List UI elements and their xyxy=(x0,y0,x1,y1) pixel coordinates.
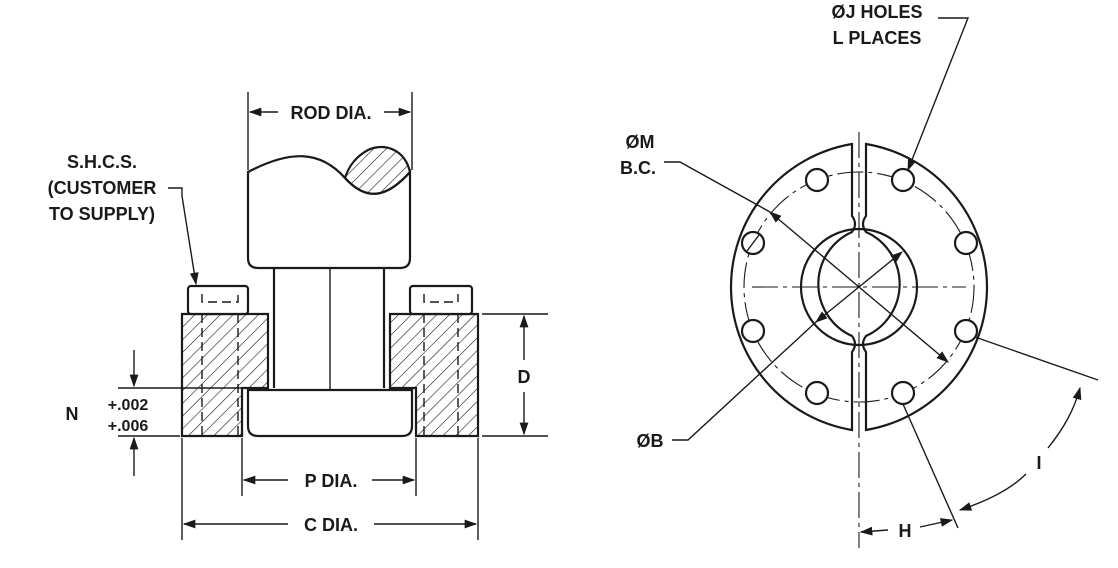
bc-label: B.C. xyxy=(620,158,656,178)
i-dimension: I xyxy=(958,336,1099,511)
rod xyxy=(246,145,412,432)
screw-head-right xyxy=(408,284,474,316)
n-dimension: N +.002 +.006 xyxy=(66,350,244,476)
clamp-half-right xyxy=(388,312,480,438)
h-dimension: H xyxy=(859,403,959,541)
screw-head-left xyxy=(186,284,250,316)
n-tolerance-lower: +.006 xyxy=(108,418,149,435)
p-dia-label: P DIA. xyxy=(305,471,358,491)
c-dia-dimension: C DIA. xyxy=(181,438,479,540)
n-label: N xyxy=(66,404,79,424)
rod-dia-dimension: ROD DIA. xyxy=(247,92,413,170)
rod-flange xyxy=(246,388,414,438)
shcs-label-line2: (CUSTOMER xyxy=(48,178,157,198)
b-dia-callout: ØB xyxy=(637,321,817,451)
l-places-label: L PLACES xyxy=(833,28,922,48)
d-label: D xyxy=(518,367,531,387)
shcs-label-line3: TO SUPPLY) xyxy=(49,204,155,224)
d-dimension: D xyxy=(482,313,548,437)
side-section-view: ROD DIA. S.H.C.S. (CUSTOMER TO SUPPLY) D… xyxy=(48,92,548,540)
c-dia-label: C DIA. xyxy=(304,515,358,535)
shcs-label-line1: S.H.C.S. xyxy=(67,152,137,172)
m-bc-callout: ØM B.C. xyxy=(620,132,771,213)
m-dia-label: ØM xyxy=(626,132,655,152)
b-dia-label: ØB xyxy=(637,431,664,451)
shcs-callout: S.H.C.S. (CUSTOMER TO SUPPLY) xyxy=(48,152,199,286)
bolt-holes xyxy=(740,167,979,406)
i-label: I xyxy=(1036,453,1041,473)
rod-dia-label: ROD DIA. xyxy=(291,103,372,123)
h-label: H xyxy=(899,521,912,541)
n-tolerance-upper: +.002 xyxy=(108,397,149,414)
j-holes-callout: ØJ HOLES L PLACES xyxy=(831,2,970,172)
j-holes-label: ØJ HOLES xyxy=(831,2,922,22)
front-view: ØJ HOLES L PLACES ØM B.C. ØB H I xyxy=(620,2,1099,548)
p-dia-dimension: P DIA. xyxy=(241,438,417,496)
